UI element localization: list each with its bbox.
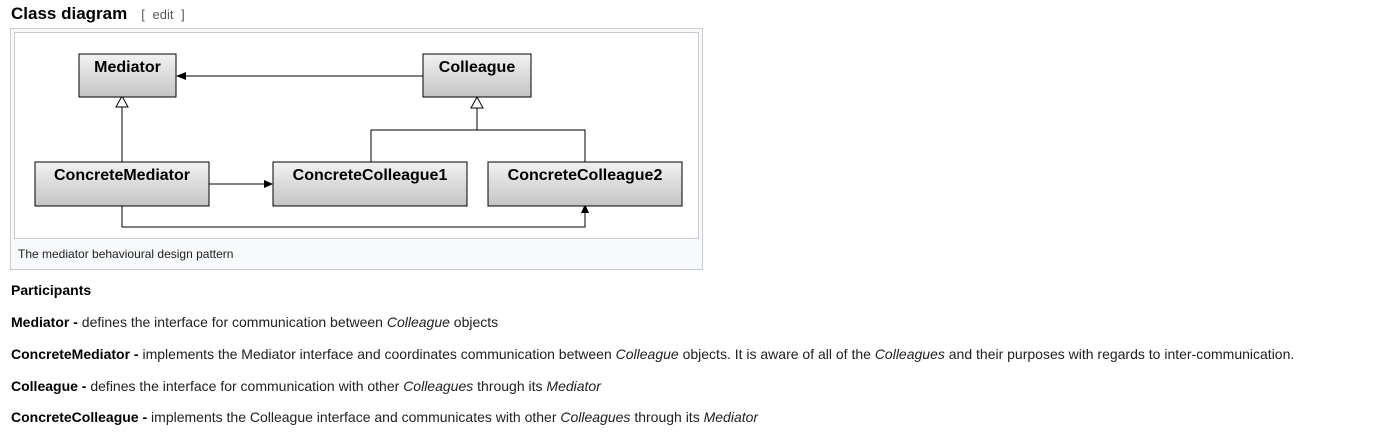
class-label-concrete-colleague2: ConcreteColleague2 <box>508 167 663 184</box>
figure-caption: The mediator behavioural design pattern <box>18 247 234 261</box>
class-label-mediator: Mediator <box>94 59 161 76</box>
participant-separator: - <box>69 314 82 330</box>
generalization-arrow-colleague <box>470 95 484 109</box>
class-box-colleague: Colleague <box>422 53 532 98</box>
participant-name: Mediator <box>11 314 70 330</box>
generalization-branch-colleague <box>370 129 586 162</box>
participant-name: Colleague <box>11 378 78 394</box>
association-arrow-cm-cc2 <box>581 204 589 213</box>
participant-emphasis: Colleagues <box>560 409 631 425</box>
participant-emphasis: Colleague <box>386 314 450 330</box>
edit-bracket-close: ] <box>181 7 185 22</box>
participant-concrete-mediator: ConcreteMediator - implements the Mediat… <box>11 346 1294 362</box>
class-box-concrete-colleague2: ConcreteColleague2 <box>487 161 683 207</box>
participant-text: objects. It is aware of all of the <box>678 346 875 362</box>
association-line-cm-cc2 <box>121 206 586 228</box>
association-arrow-colleague-mediator <box>176 72 186 80</box>
participant-text: objects <box>449 314 499 330</box>
participant-concrete-colleague: ConcreteColleague - implements the Colle… <box>11 409 758 425</box>
participant-text: through its <box>630 409 704 425</box>
class-label-concrete-colleague1: ConcreteColleague1 <box>293 167 448 184</box>
class-diagram-svg: Mediator Colleague ConcreteMediator Conc… <box>34 53 683 228</box>
generalization-arrow-mediator <box>115 94 129 108</box>
participant-emphasis: Mediator <box>703 409 759 425</box>
participant-name: ConcreteColleague <box>11 409 139 425</box>
participants-heading: Participants <box>11 282 92 298</box>
participant-emphasis: Mediator <box>546 378 601 394</box>
participant-colleague: Colleague - defines the interface for co… <box>11 378 601 394</box>
section-heading: Class diagram [ edit ] <box>11 4 185 24</box>
participant-separator: - <box>138 409 152 425</box>
participant-text: and their purposes with regards to inter… <box>944 346 1295 362</box>
edit-link[interactable]: edit <box>152 7 174 22</box>
class-label-colleague: Colleague <box>439 59 516 76</box>
participant-text: implements the Mediator interface and co… <box>142 346 616 362</box>
section-title: Class diagram <box>11 4 128 23</box>
class-label-concrete-mediator: ConcreteMediator <box>54 167 190 184</box>
class-diagram-figure: Mediator Colleague ConcreteMediator Conc… <box>10 28 703 270</box>
participant-text: through its <box>473 378 547 394</box>
class-diagram-image: Mediator Colleague ConcreteMediator Conc… <box>14 32 699 239</box>
participant-emphasis: Colleagues <box>874 346 945 362</box>
participant-emphasis: Colleagues <box>403 378 474 394</box>
edit-section: [ edit ] <box>141 7 184 22</box>
participant-text: implements the Colleague interface and c… <box>151 409 561 425</box>
participant-separator: - <box>77 378 91 394</box>
class-box-mediator: Mediator <box>78 53 177 98</box>
participant-separator: - <box>130 346 143 362</box>
association-arrow-cm-cc1 <box>264 180 273 188</box>
participant-emphasis: Colleague <box>615 346 679 362</box>
edit-bracket-open: [ <box>141 7 145 22</box>
class-box-concrete-mediator: ConcreteMediator <box>34 161 210 207</box>
participant-name: ConcreteMediator <box>11 346 131 362</box>
class-box-concrete-colleague1: ConcreteColleague1 <box>272 161 468 207</box>
participant-text: defines the interface for communication … <box>81 314 387 330</box>
participant-mediator: Mediator - defines the interface for com… <box>11 314 498 330</box>
participant-text: defines the interface for communication … <box>90 378 404 394</box>
